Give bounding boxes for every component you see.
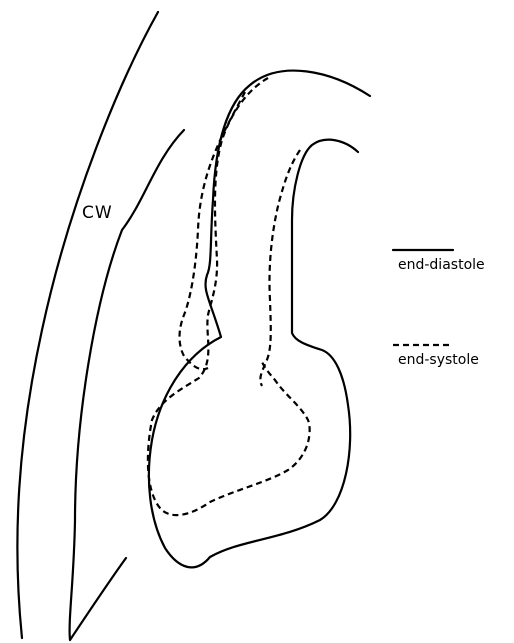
legend-end-diastole-label: end-diastole	[398, 257, 485, 273]
end-diastole-outline	[149, 71, 370, 568]
chest-wall-outer-line	[17, 12, 158, 638]
chest-wall-label: CW	[82, 203, 113, 223]
legend-end-systole-label: end-systole	[398, 352, 479, 368]
